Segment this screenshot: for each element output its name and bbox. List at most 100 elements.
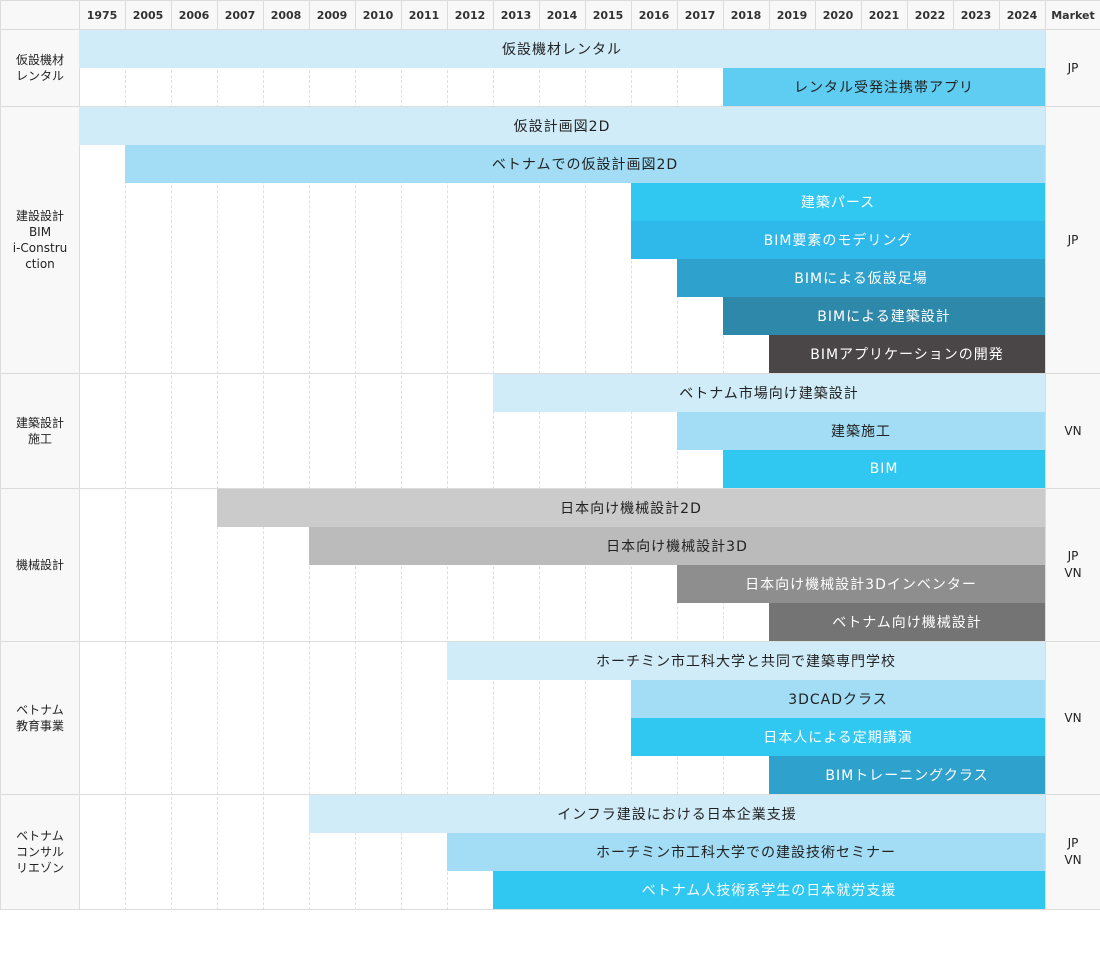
market-label: VN bbox=[1046, 642, 1100, 794]
border-line bbox=[0, 0, 1100, 1]
year-header: 2019 bbox=[769, 0, 815, 30]
category-label: 建設設計 BIM i-Constru ction bbox=[1, 107, 79, 373]
grid-line bbox=[309, 30, 310, 910]
timeline-bar: レンタル受発注携帯アプリ bbox=[723, 68, 1045, 106]
timeline-bar: ベトナム市場向け建築設計 bbox=[493, 374, 1045, 412]
grid-line bbox=[217, 30, 218, 910]
category-label: 仮設機材 レンタル bbox=[1, 30, 79, 106]
header-separator bbox=[401, 0, 402, 30]
category-label: ベトナム 教育事業 bbox=[1, 642, 79, 794]
header-separator bbox=[723, 0, 724, 30]
year-header: 1975 bbox=[79, 0, 125, 30]
year-header: 2023 bbox=[953, 0, 999, 30]
timeline-bar: 日本向け機械設計2D bbox=[217, 489, 1045, 527]
header-separator bbox=[999, 0, 1000, 30]
header-separator bbox=[953, 0, 954, 30]
header-separator bbox=[217, 0, 218, 30]
header-separator bbox=[769, 0, 770, 30]
group-separator bbox=[0, 641, 1100, 642]
timeline-bar: インフラ建設における日本企業支援 bbox=[309, 795, 1045, 833]
grid-line bbox=[677, 30, 678, 910]
group-separator bbox=[0, 794, 1100, 795]
header-separator bbox=[355, 0, 356, 30]
timeline-bar: ホーチミン市工科大学での建設技術セミナー bbox=[447, 833, 1045, 871]
header-separator bbox=[171, 0, 172, 30]
year-header: 2022 bbox=[907, 0, 953, 30]
header-separator bbox=[539, 0, 540, 30]
timeline-bar: ベトナム人技術系学生の日本就労支援 bbox=[493, 871, 1045, 909]
timeline-bar: 建築施工 bbox=[677, 412, 1045, 450]
border-line bbox=[79, 0, 80, 910]
border-line bbox=[0, 29, 1100, 30]
header-separator bbox=[309, 0, 310, 30]
header-separator bbox=[493, 0, 494, 30]
header-separator bbox=[677, 0, 678, 30]
timeline-bar: ベトナムでの仮設計画図2D bbox=[125, 145, 1045, 183]
market-label: JP bbox=[1046, 107, 1100, 373]
year-header: 2005 bbox=[125, 0, 171, 30]
header-separator bbox=[815, 0, 816, 30]
border-line bbox=[0, 0, 1, 910]
year-header: 2006 bbox=[171, 0, 217, 30]
group-separator bbox=[0, 373, 1100, 374]
grid-line bbox=[493, 30, 494, 910]
header-separator bbox=[447, 0, 448, 30]
grid-line bbox=[263, 30, 264, 910]
header-separator bbox=[907, 0, 908, 30]
year-header: 2009 bbox=[309, 0, 355, 30]
category-label: 機械設計 bbox=[1, 489, 79, 641]
timeline-bar: BIMトレーニングクラス bbox=[769, 756, 1045, 794]
group-separator bbox=[0, 909, 1100, 910]
grid-line bbox=[447, 30, 448, 910]
year-header: 2016 bbox=[631, 0, 677, 30]
group-separator bbox=[0, 488, 1100, 489]
timeline-bar: 日本向け機械設計3Dインベンター bbox=[677, 565, 1045, 603]
year-header: 2024 bbox=[999, 0, 1045, 30]
timeline-bar: 日本人による定期講演 bbox=[631, 718, 1045, 756]
year-header: 2015 bbox=[585, 0, 631, 30]
year-header: 2020 bbox=[815, 0, 861, 30]
year-header: 2010 bbox=[355, 0, 401, 30]
grid-line bbox=[171, 30, 172, 910]
header-separator bbox=[585, 0, 586, 30]
timeline-bar: BIM bbox=[723, 450, 1045, 488]
year-header: 2013 bbox=[493, 0, 539, 30]
year-header: 2017 bbox=[677, 0, 723, 30]
market-label: VN bbox=[1046, 374, 1100, 488]
header-separator bbox=[125, 0, 126, 30]
year-header: 2011 bbox=[401, 0, 447, 30]
market-label: JP VN bbox=[1046, 795, 1100, 909]
market-header: Market bbox=[1045, 0, 1100, 30]
header-separator bbox=[263, 0, 264, 30]
border-line bbox=[1045, 0, 1046, 910]
market-label: JP bbox=[1046, 30, 1100, 106]
grid-line bbox=[539, 30, 540, 910]
year-header: 2007 bbox=[217, 0, 263, 30]
category-label: 建築設計 施工 bbox=[1, 374, 79, 488]
year-header: 2018 bbox=[723, 0, 769, 30]
timeline-bar: 日本向け機械設計3D bbox=[309, 527, 1045, 565]
category-label: ベトナム コンサル リエゾン bbox=[1, 795, 79, 909]
timeline-bar: BIMによる建築設計 bbox=[723, 297, 1045, 335]
grid-line bbox=[355, 30, 356, 910]
group-separator bbox=[0, 106, 1100, 107]
timeline-bar: BIMによる仮設足場 bbox=[677, 259, 1045, 297]
market-label: JP VN bbox=[1046, 489, 1100, 641]
grid-line bbox=[585, 30, 586, 910]
timeline-bar: 建築パース bbox=[631, 183, 1045, 221]
timeline-bar: BIM要素のモデリング bbox=[631, 221, 1045, 259]
timeline-bar: 3DCADクラス bbox=[631, 680, 1045, 718]
year-header: 2008 bbox=[263, 0, 309, 30]
year-header: 2012 bbox=[447, 0, 493, 30]
timeline-bar: 仮設機材レンタル bbox=[79, 30, 1045, 68]
timeline-bar: ホーチミン市工科大学と共同で建築専門学校 bbox=[447, 642, 1045, 680]
timeline-bar: ベトナム向け機械設計 bbox=[769, 603, 1045, 641]
header-corner bbox=[0, 0, 79, 30]
header-separator bbox=[861, 0, 862, 30]
grid-line bbox=[631, 30, 632, 910]
year-header: 2021 bbox=[861, 0, 907, 30]
timeline-bar: 仮設計画図2D bbox=[79, 107, 1045, 145]
header-separator bbox=[631, 0, 632, 30]
grid-line bbox=[125, 30, 126, 910]
